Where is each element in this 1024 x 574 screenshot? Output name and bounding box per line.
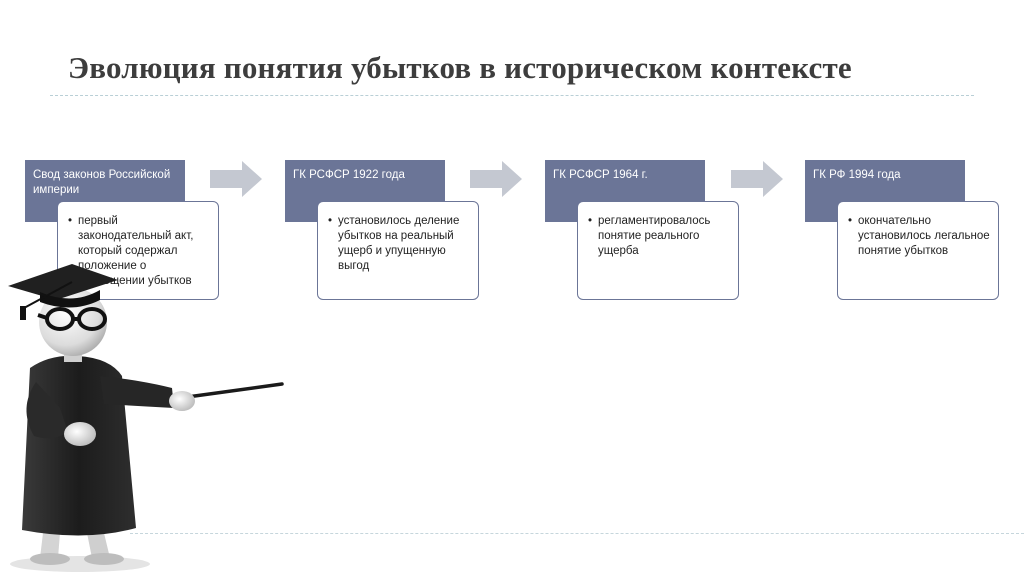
step-1-card: первый законодательный акт, который соде… bbox=[57, 201, 219, 300]
right-block-arrow-icon bbox=[470, 161, 522, 197]
left-hand bbox=[64, 422, 96, 446]
step-4-bullet: окончательно установилось легальное поня… bbox=[848, 214, 992, 259]
pointer-stick bbox=[178, 382, 284, 400]
right-block-arrow-icon bbox=[731, 161, 783, 197]
step-2-card: установилось деление убытков на реальный… bbox=[317, 201, 479, 300]
title-divider bbox=[50, 95, 974, 96]
graduation-cap-icon bbox=[8, 264, 118, 320]
right-block-arrow-icon bbox=[210, 161, 262, 197]
step-3-bullet: регламентировалось понятие реального уще… bbox=[588, 214, 732, 259]
glasses-icon bbox=[37, 307, 107, 331]
footer-divider bbox=[130, 533, 1024, 534]
graduate-figure-illustration bbox=[8, 264, 284, 572]
slide-title: Эволюция понятия убытков в историческом … bbox=[68, 50, 852, 85]
pointing-hand bbox=[169, 391, 195, 411]
step-4-card: окончательно установилось легальное поня… bbox=[837, 201, 999, 300]
step-2-bullet: установилось деление убытков на реальный… bbox=[328, 214, 472, 274]
step-3-card: регламентировалось понятие реального уще… bbox=[577, 201, 739, 300]
